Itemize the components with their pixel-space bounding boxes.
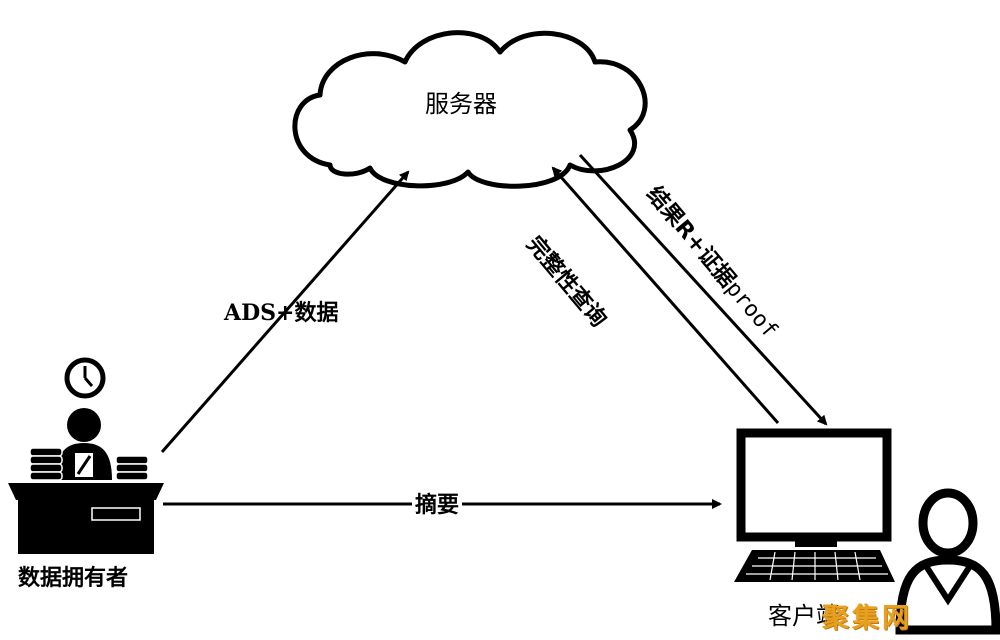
server-label: 服务器	[425, 90, 497, 118]
data-owner-label: 数据拥有者	[18, 566, 129, 591]
watermark-text: 聚集网	[822, 603, 912, 634]
arrow-owner-to-server	[160, 170, 410, 453]
arrow-server-to-client	[578, 153, 828, 426]
ads-data-label: ADS+数据	[224, 300, 339, 326]
clock-icon	[64, 357, 106, 399]
digest-label: 摘要	[412, 487, 463, 519]
cloud-icon	[292, 30, 648, 189]
monitor-icon	[736, 428, 892, 547]
arrow-client-to-server	[551, 166, 780, 424]
client-label: 客户端	[768, 602, 840, 630]
keyboard-icon	[734, 550, 895, 582]
person-at-desk-icon	[8, 408, 164, 554]
user-icon	[895, 488, 1000, 635]
